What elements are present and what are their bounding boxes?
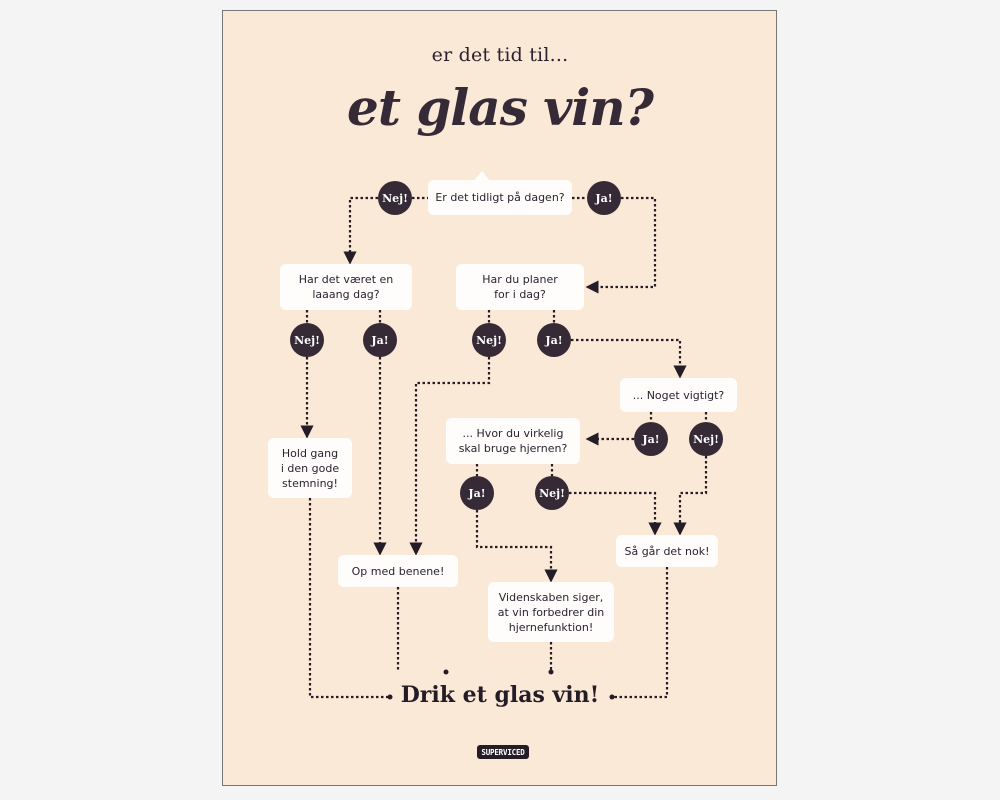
answer-label: Ja! — [595, 191, 613, 205]
answer-label: Nej! — [382, 191, 408, 205]
outcome-feet-up-box: Op med benene! — [338, 555, 458, 587]
speech-bubble-pointer — [474, 171, 490, 181]
question-early-text: Er det tidligt på dagen? — [435, 191, 565, 204]
poster-subtitle: er det tid til... — [431, 44, 569, 66]
outcome-good-mood-text: Hold gang i den gode stemning! — [280, 446, 340, 490]
question-long-day-box: Har det været en laaang dag? — [280, 264, 412, 310]
question-brain-box: ... Hvor du virkelig skal bruge hjernen? — [446, 418, 580, 464]
answer-no-important: Nej! — [689, 422, 723, 456]
answer-yes-plans: Ja! — [537, 323, 571, 357]
question-plans-box: Har du planer for i dag? — [456, 264, 584, 310]
answer-label: Ja! — [642, 432, 660, 446]
answer-yes-important: Ja! — [634, 422, 668, 456]
answer-label: Ja! — [468, 486, 486, 500]
answer-label: Ja! — [371, 333, 389, 347]
answer-label: Nej! — [476, 333, 502, 347]
outcome-fine-box: Så går det nok! — [616, 535, 718, 567]
question-brain-text: ... Hvor du virkelig skal bruge hjernen? — [458, 427, 568, 455]
final-answer: Drik et glas vin! — [400, 682, 600, 708]
question-plans-text: Har du planer for i dag? — [482, 273, 558, 301]
outcome-science-text: Videnskaben siger, at vin forbedrer din … — [497, 590, 605, 634]
answer-yes-long-day: Ja! — [363, 323, 397, 357]
question-important-text: ... Noget vigtigt? — [632, 388, 725, 402]
answer-label: Nej! — [294, 333, 320, 347]
outcome-fine-text: Så går det nok! — [624, 544, 710, 558]
question-long-day-text: Har det været en laaang dag? — [298, 273, 394, 301]
answer-no-brain: Nej! — [535, 476, 569, 510]
brand-logo: SUPERVICED — [477, 745, 529, 759]
answer-yes-brain: Ja! — [460, 476, 494, 510]
answer-label: Ja! — [545, 333, 563, 347]
answer-label: Nej! — [539, 486, 565, 500]
outcome-good-mood-box: Hold gang i den gode stemning! — [268, 438, 352, 498]
outcome-science-box: Videnskaben siger, at vin forbedrer din … — [488, 582, 614, 642]
answer-no-long-day: Nej! — [290, 323, 324, 357]
outcome-feet-up-text: Op med benene! — [351, 564, 445, 578]
question-important-box: ... Noget vigtigt? — [620, 378, 737, 412]
answer-no-early: Nej! — [378, 181, 412, 215]
answer-yes-early: Ja! — [587, 181, 621, 215]
answer-label: Nej! — [693, 432, 719, 446]
question-early-box: Er det tidligt på dagen? — [428, 180, 572, 215]
answer-no-plans: Nej! — [472, 323, 506, 357]
poster-title: et glas vin? — [347, 78, 654, 137]
